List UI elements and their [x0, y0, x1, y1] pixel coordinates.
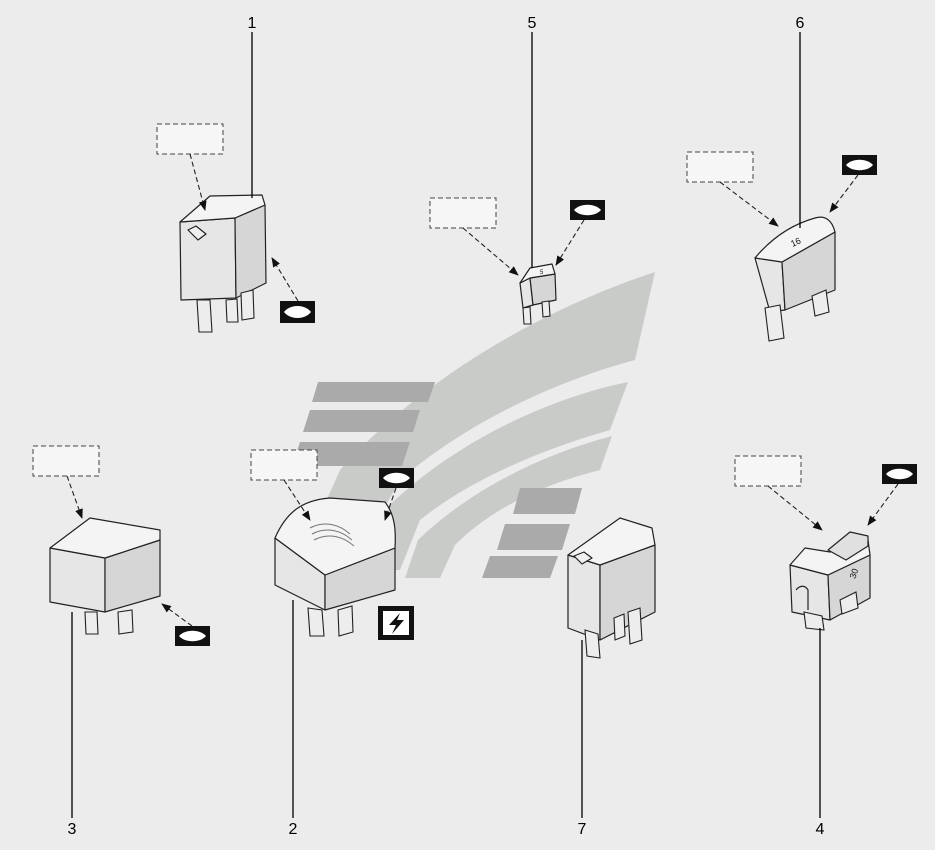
relay-part-1	[179, 194, 267, 333]
mini-fuse-icon: 5	[519, 263, 557, 325]
callout-7: 7	[578, 821, 587, 838]
relay-icon	[49, 517, 161, 635]
maxi-fuse-part-6: 16	[754, 216, 836, 342]
fuse-holder-part-4: 30	[789, 531, 871, 631]
label-placeholder-1	[156, 123, 224, 155]
callout-6: 6	[796, 15, 805, 32]
maxi-fuse-icon: 16	[754, 216, 836, 342]
label-placeholder-3	[32, 445, 100, 477]
relay-icon	[567, 517, 656, 659]
vehicle-symbol-icon	[280, 301, 315, 323]
blade-fuse-icon: 30	[789, 531, 871, 631]
fuse-rating-6: 16	[789, 236, 802, 249]
label-placeholder-5	[429, 197, 497, 229]
mini-fuse-part-5: 5	[519, 263, 557, 325]
callout-1: 1	[248, 15, 257, 32]
label-placeholder-4	[734, 455, 802, 487]
callout-3: 3	[68, 821, 77, 838]
relay-part-7	[567, 517, 656, 659]
relay-icon	[179, 194, 267, 333]
high-voltage-symbol-icon	[378, 606, 414, 640]
svg-text:5: 5	[540, 270, 544, 276]
label-placeholder-2	[250, 449, 318, 481]
callout-5: 5	[528, 15, 537, 32]
callout-4: 4	[816, 821, 825, 838]
label-placeholder-6	[686, 151, 754, 183]
relay-part-3	[49, 517, 161, 635]
fuse-rating-4: 30	[848, 567, 861, 580]
callout-2: 2	[289, 821, 298, 838]
